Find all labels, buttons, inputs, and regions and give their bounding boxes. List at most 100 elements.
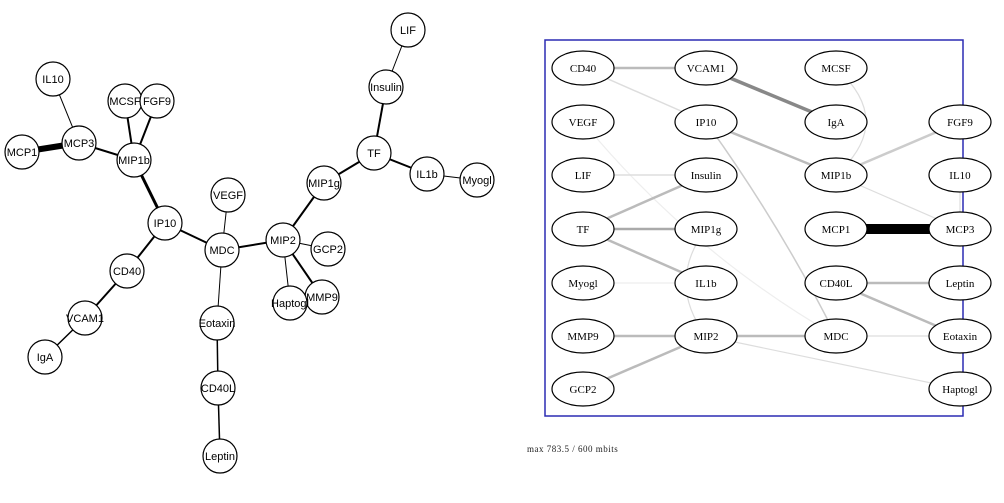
node-label: MCSF [109, 96, 140, 108]
right-node-mdc[interactable]: MDC [804, 318, 868, 354]
right-node-il1b[interactable]: IL1b [674, 265, 738, 301]
left-node-mcp1[interactable]: MCP1 [4, 134, 40, 170]
node-ellipse [674, 157, 738, 193]
left-node-cd40[interactable]: CD40 [109, 253, 145, 289]
node-circle [390, 12, 426, 48]
node-label: MIP1b [118, 155, 150, 167]
node-circle [27, 339, 63, 375]
right-node-cd40l[interactable]: CD40L [804, 265, 868, 301]
left-node-leptin[interactable]: Leptin [202, 438, 238, 474]
left-node-il1b[interactable]: IL1b [409, 156, 445, 192]
node-label: VCAM1 [687, 63, 726, 75]
node-label: Eotaxin [943, 331, 978, 343]
node-ellipse [804, 211, 868, 247]
left-node-fgf9[interactable]: FGF9 [139, 83, 175, 119]
node-label: MCP3 [64, 138, 95, 150]
left-node-iga[interactable]: IgA [27, 339, 63, 375]
node-label: IL1b [695, 278, 717, 290]
node-ellipse [928, 211, 992, 247]
left-node-mcp3[interactable]: MCP3 [61, 125, 97, 161]
left-node-eotaxin[interactable]: Eotaxin [199, 305, 236, 341]
node-label: Myogl [568, 278, 597, 290]
left-node-haptogl[interactable]: Haptogl [271, 285, 309, 321]
right-node-eotaxin[interactable]: Eotaxin [928, 318, 992, 354]
right-node-insulin[interactable]: Insulin [674, 157, 738, 193]
node-label: MIP2 [693, 331, 718, 343]
left-node-mcsf[interactable]: MCSF [107, 83, 143, 119]
left-node-lif[interactable]: LIF [390, 12, 426, 48]
node-label: TF [367, 148, 381, 160]
node-label: CD40L [820, 278, 853, 290]
right-node-mip1b[interactable]: MIP1b [804, 157, 868, 193]
node-circle [310, 231, 346, 267]
left-node-mmp9[interactable]: MMP9 [304, 279, 340, 315]
node-circle [265, 222, 301, 258]
node-ellipse [804, 157, 868, 193]
right-node-haptogl[interactable]: Haptogl [928, 371, 992, 407]
node-label: CD40L [201, 383, 235, 395]
node-circle [109, 253, 145, 289]
right-node-leptin[interactable]: Leptin [928, 265, 992, 301]
node-label: IL1b [416, 169, 437, 181]
right-node-fgf9[interactable]: FGF9 [928, 104, 992, 140]
right-node-gcp2[interactable]: GCP2 [551, 371, 615, 407]
node-label: IL10 [42, 74, 63, 86]
node-ellipse [804, 265, 868, 301]
node-label: VCAM1 [66, 313, 104, 325]
node-label: Eotaxin [199, 318, 236, 330]
right-node-iga[interactable]: IgA [804, 104, 868, 140]
right-node-cd40[interactable]: CD40 [551, 50, 615, 86]
node-label: FGF9 [947, 117, 973, 129]
right-node-mip1g[interactable]: MIP1g [674, 211, 738, 247]
left-node-mip2[interactable]: MIP2 [265, 222, 301, 258]
left-node-gcp2[interactable]: GCP2 [310, 231, 346, 267]
left-node-ip10[interactable]: IP10 [147, 205, 183, 241]
node-ellipse [551, 211, 615, 247]
left-node-vcam1[interactable]: VCAM1 [66, 300, 104, 336]
node-label: MIP2 [270, 235, 296, 247]
right-node-mcsf[interactable]: MCSF [804, 50, 868, 86]
node-label: VEGF [569, 117, 598, 129]
node-label: Leptin [205, 451, 235, 463]
right-node-tf[interactable]: TF [551, 211, 615, 247]
node-ellipse [674, 104, 738, 140]
left-node-myogl[interactable]: Myogl [459, 162, 495, 198]
node-label: FGF9 [143, 96, 171, 108]
right-node-lif[interactable]: LIF [551, 157, 615, 193]
left-node-mip1b[interactable]: MIP1b [116, 142, 152, 178]
node-label: Myogl [462, 175, 491, 187]
left-node-mdc[interactable]: MDC [204, 232, 240, 268]
node-ellipse [928, 318, 992, 354]
right-node-il10[interactable]: IL10 [928, 157, 992, 193]
right-node-vegf[interactable]: VEGF [551, 104, 615, 140]
left-node-tf[interactable]: TF [356, 135, 392, 171]
left-node-mip1g[interactable]: MIP1g [306, 165, 342, 201]
node-circle [61, 125, 97, 161]
left-node-insulin[interactable]: Insulin [368, 69, 404, 105]
node-ellipse [551, 265, 615, 301]
node-ellipse [551, 50, 615, 86]
node-circle [4, 134, 40, 170]
left-node-vegf[interactable]: VEGF [210, 177, 246, 213]
edge-mip2-haptogl [705, 335, 961, 390]
right-node-myogl[interactable]: Myogl [551, 265, 615, 301]
node-ellipse [551, 371, 615, 407]
left-node-il10[interactable]: IL10 [35, 61, 71, 97]
node-ellipse [674, 211, 738, 247]
right-node-mip2[interactable]: MIP2 [674, 318, 738, 354]
node-label: MMP9 [306, 292, 338, 304]
node-circle [272, 285, 308, 321]
right-node-mcp1[interactable]: MCP1 [804, 211, 868, 247]
right-node-mcp3[interactable]: MCP3 [928, 211, 992, 247]
bandwidth-caption: max 783.5 / 600 mbits [527, 444, 618, 454]
node-label: IL10 [949, 170, 971, 182]
right-node-ip10[interactable]: IP10 [674, 104, 738, 140]
right-node-mmp9[interactable]: MMP9 [551, 318, 615, 354]
node-circle [409, 156, 445, 192]
right-node-vcam1[interactable]: VCAM1 [674, 50, 738, 86]
node-label: IP10 [154, 218, 177, 230]
left-node-cd40l[interactable]: CD40L [200, 370, 236, 406]
